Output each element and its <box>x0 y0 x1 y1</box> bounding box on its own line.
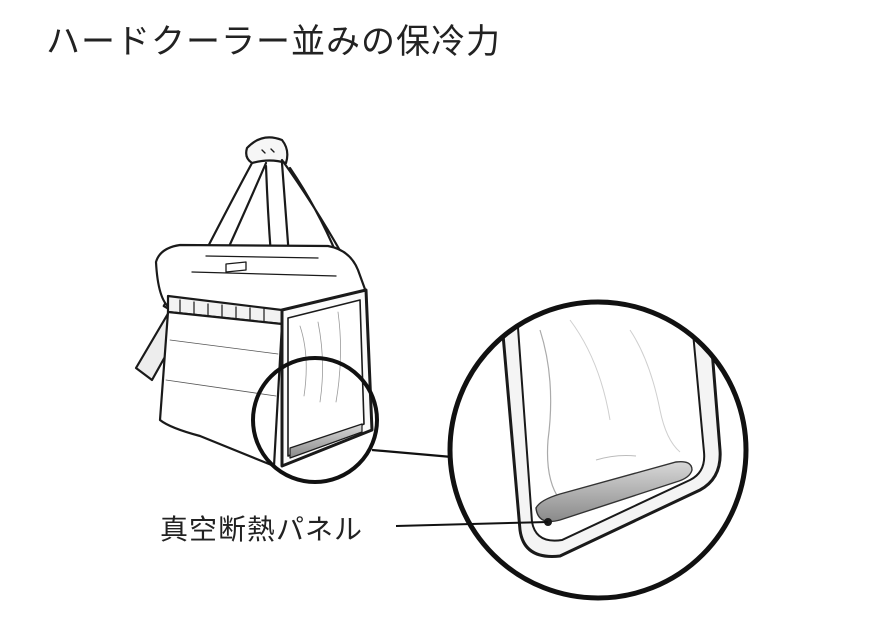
bag-body <box>160 312 282 466</box>
zoom-view <box>440 290 760 610</box>
callout-label: 真空断熱パネル <box>160 508 363 548</box>
handle-grip <box>246 137 287 163</box>
connector-line <box>372 450 452 457</box>
